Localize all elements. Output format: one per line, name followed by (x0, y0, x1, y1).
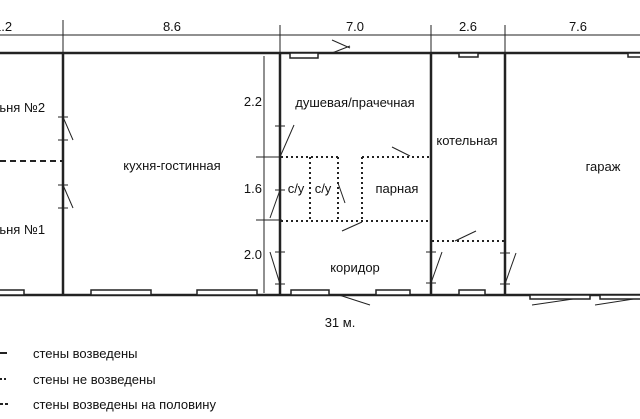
dim-1: 1.2 (0, 19, 12, 34)
total-length: 31 м. (325, 315, 356, 330)
legend-built: стены возведены (33, 346, 138, 361)
room-kitchen: кухня-гостинная (123, 158, 220, 173)
windows (0, 52, 640, 300)
legend (0, 352, 10, 405)
side-dimension-line (256, 56, 282, 293)
room-bedroom-1: спальня №1 (0, 222, 45, 237)
room-garage: гараж (586, 159, 621, 174)
dim-side-1: 2.2 (244, 94, 262, 109)
dim-3: 7.0 (346, 19, 364, 34)
legend-half-built: стены возведены на половину (33, 397, 216, 412)
dim-2: 8.6 (163, 19, 181, 34)
room-sauna: парная (376, 181, 419, 196)
dim-4: 2.6 (459, 19, 477, 34)
legend-not-built: стены не возведены (33, 372, 156, 387)
room-bedroom-2: спальня №2 (0, 100, 45, 115)
room-wc-1: с/у (288, 181, 305, 196)
room-shower: душевая/прачечная (295, 95, 414, 110)
room-boiler: котельная (436, 133, 497, 148)
walls-not-built (281, 156, 504, 242)
room-corridor: коридор (330, 260, 380, 275)
room-wc-2: с/у (315, 181, 332, 196)
dim-side-2: 1.6 (244, 181, 262, 196)
dim-side-3: 2.0 (244, 247, 262, 262)
walls-built (0, 51, 640, 297)
top-dimension-line (0, 20, 640, 53)
dim-5: 7.6 (569, 19, 587, 34)
doors (58, 39, 640, 306)
